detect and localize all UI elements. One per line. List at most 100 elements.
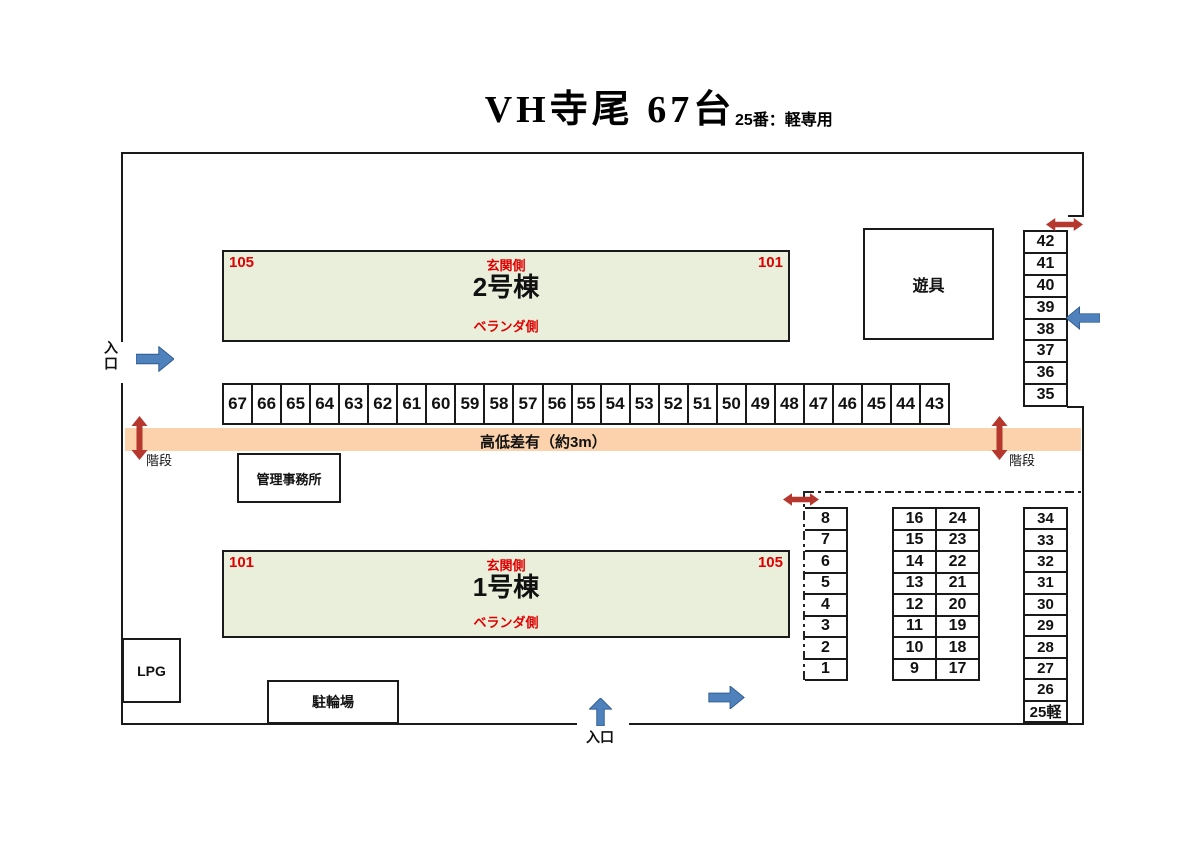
boundary-right-lower-tick — [1067, 406, 1084, 408]
parking-space: 55 — [570, 383, 602, 425]
parking-space: 61 — [396, 383, 428, 425]
parking-space: 34 — [1023, 507, 1068, 531]
building-2: 105 玄関側 101 2号棟 ベランダ側 — [222, 250, 790, 342]
parking-space: 33 — [1023, 528, 1068, 552]
boundary-right-upper-tick — [1068, 215, 1084, 217]
parking-space: 35 — [1023, 383, 1068, 408]
parking-space: 30 — [1023, 592, 1068, 616]
dashdot-line-vertical — [803, 491, 805, 682]
parking-space: 8 — [805, 507, 848, 531]
parking-space: 32 — [1023, 549, 1068, 574]
bicycle-parking-label: 駐輪場 — [312, 694, 354, 710]
parking-space: 46 — [831, 383, 864, 425]
parking-space: 12 — [892, 593, 937, 617]
parking-space: 44 — [890, 383, 922, 425]
parking-space: 56 — [541, 383, 573, 425]
entrance-bottom-up-arrow-icon — [589, 698, 612, 726]
parking-space: 27 — [1023, 656, 1068, 681]
parking-space: 38 — [1023, 317, 1068, 342]
parking-space: 60 — [425, 383, 457, 425]
parking-space: 51 — [686, 383, 718, 425]
entrance-bottom-label: 入口 — [586, 729, 614, 745]
parking-space: 13 — [892, 571, 937, 595]
playground-area: 遊具 — [863, 228, 994, 340]
parking-space: 65 — [280, 383, 312, 425]
parking-space: 31 — [1023, 571, 1068, 595]
parking-space: 63 — [338, 383, 370, 425]
slope-band: 高低差有（約3m） — [125, 428, 1081, 451]
parking-space: 5 — [805, 571, 848, 595]
parking-space: 3 — [805, 614, 848, 638]
parking-space: 41 — [1023, 251, 1068, 276]
parking-space: 66 — [251, 383, 283, 425]
boundary-right-lower — [1082, 406, 1084, 725]
parking-space: 59 — [454, 383, 486, 425]
boundary-right-upper — [1082, 152, 1084, 217]
building-2-left-unit: 105 — [229, 254, 255, 271]
parking-space: 18 — [935, 636, 980, 660]
stairs-lower-arrow-icon — [783, 493, 819, 506]
stairs-left-label: 階段 — [146, 453, 173, 468]
building-1-entrance-side-label: 玄関側 — [486, 558, 526, 573]
parking-space: 11 — [892, 614, 937, 638]
playground-label: 遊具 — [912, 278, 945, 295]
parking-space: 2 — [805, 636, 848, 660]
building-1-name: 1号棟 — [472, 572, 540, 602]
stairs-left-arrow-icon — [131, 416, 148, 460]
parking-space: 42 — [1023, 230, 1068, 254]
stairs-top-right-arrow-icon — [1046, 218, 1083, 231]
boundary-left-upper — [121, 152, 123, 342]
parking-space: 52 — [657, 383, 689, 425]
stairs-right-arrow-icon — [991, 416, 1008, 460]
parking-space: 53 — [628, 383, 660, 425]
parking-space: 28 — [1023, 635, 1068, 659]
page-title: VH寺尾 67台 — [484, 89, 736, 131]
drive-direction-arrow-icon — [707, 686, 746, 709]
parking-space: 26 — [1023, 678, 1068, 702]
parking-space: 29 — [1023, 613, 1068, 638]
parking-space: 50 — [715, 383, 747, 425]
parking-space: 14 — [892, 550, 937, 574]
parking-space: 40 — [1023, 273, 1068, 298]
building-1-right-unit: 105 — [757, 554, 783, 571]
parking-space: 1 — [805, 657, 848, 681]
parking-space: 49 — [744, 383, 776, 425]
building-1: 101 玄関側 105 1号棟 ベランダ側 — [222, 550, 790, 638]
parking-space: 43 — [919, 383, 951, 425]
parking-space: 37 — [1023, 339, 1068, 364]
parking-space: 48 — [773, 383, 805, 425]
boundary-bottom-right — [629, 723, 1084, 725]
entrance-right-arrow-icon — [1066, 306, 1100, 330]
building-2-right-unit: 101 — [757, 254, 783, 271]
parking-space: 16 — [892, 507, 937, 531]
parking-space: 23 — [935, 528, 980, 552]
parking-space: 54 — [599, 383, 631, 425]
stairs-right-label: 階段 — [1009, 453, 1036, 468]
bicycle-parking: 駐輪場 — [267, 680, 399, 724]
dashdot-line-horizontal — [805, 491, 1082, 493]
boundary-top — [121, 152, 1084, 154]
boundary-left-lower — [121, 383, 123, 725]
parking-space: 15 — [892, 528, 937, 552]
parking-space: 62 — [367, 383, 399, 425]
parking-space: 9 — [892, 657, 937, 681]
management-office-label: 管理事務所 — [256, 471, 322, 487]
parking-space: 19 — [935, 614, 980, 638]
parking-space: 39 — [1023, 295, 1068, 320]
parking-space: 25軽 — [1023, 699, 1068, 723]
boundary-bottom-left — [121, 723, 577, 725]
slope-band-label: 高低差有（約3m） — [480, 434, 607, 451]
page-subtitle: 25番：軽専用 — [735, 112, 833, 129]
parking-space: 22 — [935, 550, 980, 574]
building-2-name: 2号棟 — [472, 272, 540, 302]
parking-space: 36 — [1023, 361, 1068, 386]
parking-space: 45 — [861, 383, 893, 425]
parking-space: 4 — [805, 593, 848, 617]
building-1-left-unit: 101 — [229, 554, 255, 571]
